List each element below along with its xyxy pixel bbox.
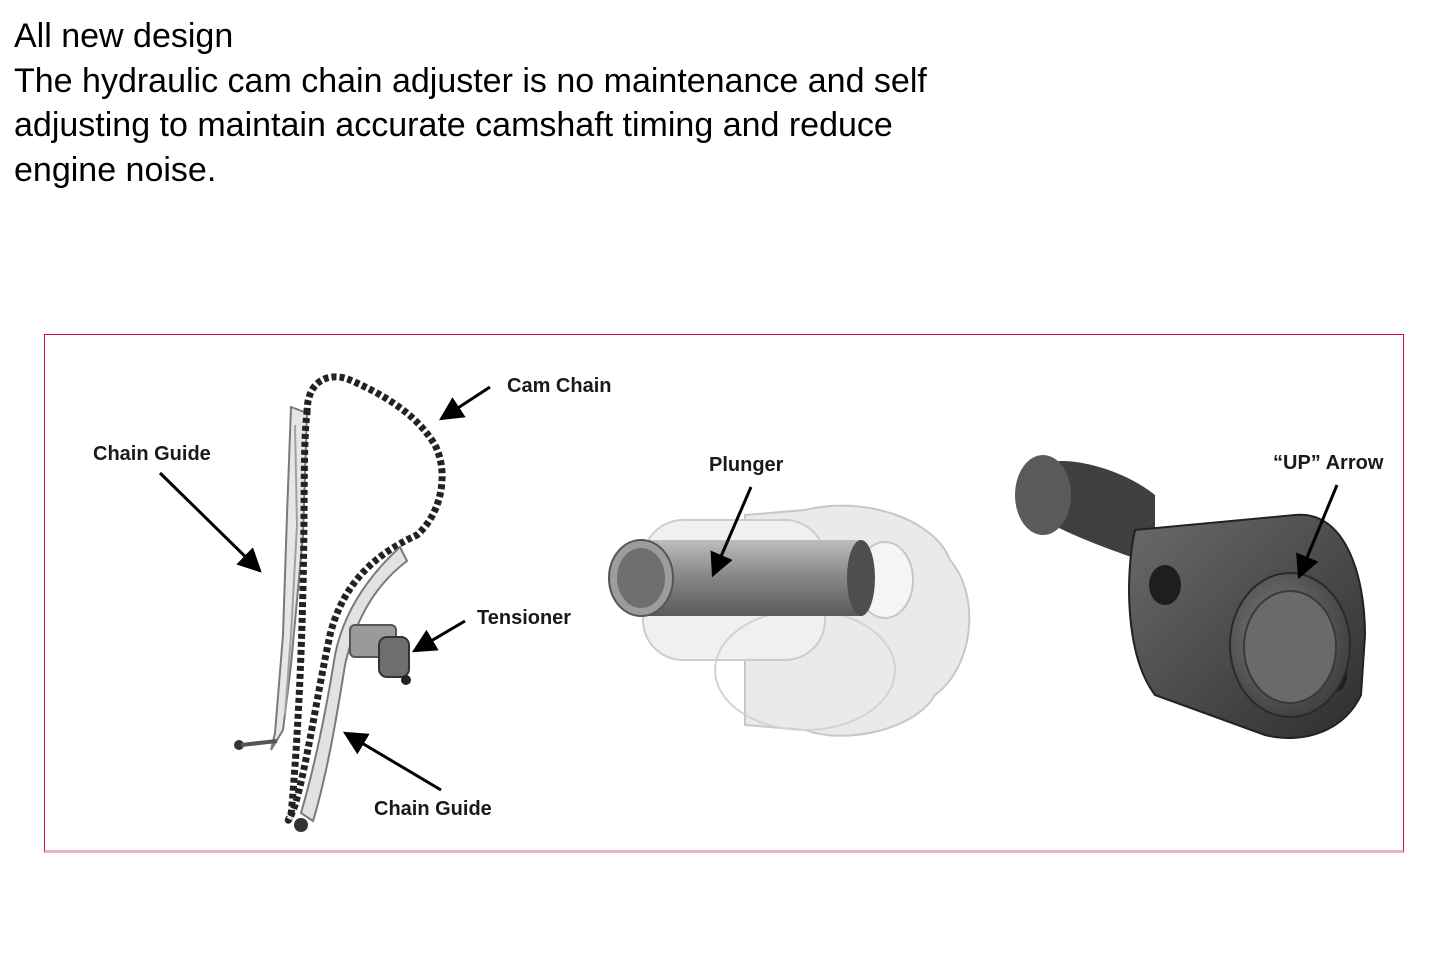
callout-arrows: [158, 385, 1339, 792]
arrow-chain-guide-left: [158, 471, 262, 573]
tensioner-assembly-shape: [1015, 455, 1367, 739]
label-tensioner: Tensioner: [477, 607, 572, 629]
arrow-tensioner: [411, 619, 466, 653]
intro-line-3: engine noise.: [14, 150, 217, 189]
cam-chain-shape: [284, 373, 446, 824]
label-chain-guide-left: Chain Guide: [93, 443, 211, 465]
plunger-shape: [608, 539, 875, 617]
arrow-cam-chain: [438, 385, 491, 421]
right-chain-guide-shape: [294, 545, 409, 832]
intro-text: All new design The hydraulic cam chain a…: [14, 14, 927, 192]
label-chain-guide-bottom: Chain Guide: [374, 798, 492, 820]
intro-line-1: The hydraulic cam chain adjuster is no m…: [14, 61, 927, 100]
cam-chain-figure: Cam Chain Chain Guide Plunger “UP” Arrow…: [44, 334, 1404, 853]
arrow-plunger: [710, 486, 753, 578]
intro-line-2: adjusting to maintain accurate camshaft …: [14, 106, 893, 144]
label-cam-chain: Cam Chain: [507, 375, 612, 397]
figure-illustration: [158, 373, 1367, 832]
arrow-chain-guide-bottom: [342, 731, 442, 792]
intro-heading: All new design: [14, 17, 234, 55]
arrow-up: [1296, 484, 1339, 580]
label-up-arrow: “UP” Arrow: [1273, 452, 1384, 474]
label-plunger: Plunger: [709, 454, 784, 476]
tensioner-shape: [349, 624, 411, 685]
